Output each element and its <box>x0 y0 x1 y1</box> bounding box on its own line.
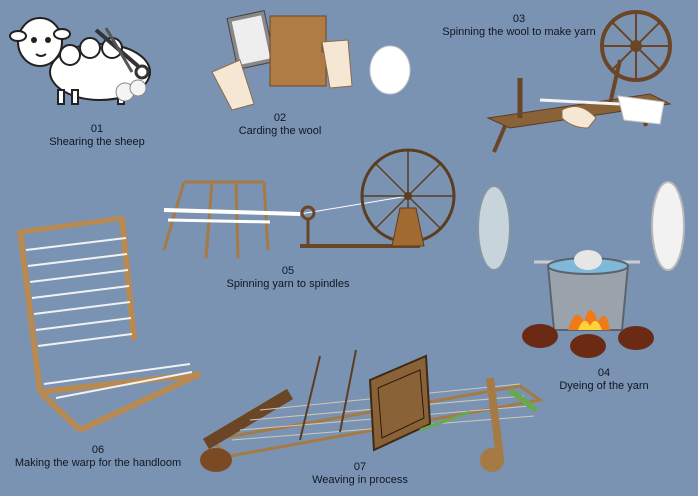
step-01-caption: Shearing the sheep <box>49 136 145 148</box>
step-01-number: 01 <box>90 123 104 135</box>
step-07-number: 07 <box>353 461 367 473</box>
step-03-caption: Spinning the wool to make yarn <box>442 26 596 38</box>
shears-icon <box>94 27 150 80</box>
swift-and-wheel-illustration <box>162 148 456 259</box>
step-03-number: 03 <box>512 13 526 25</box>
step-05-caption: Spinning yarn to spindles <box>226 278 350 290</box>
step-02-label: 02 Carding the wool <box>210 112 350 138</box>
dyeing-illustration <box>477 181 685 358</box>
step-05-number: 05 <box>281 265 295 277</box>
step-04-caption: Dyeing of the yarn <box>559 380 649 392</box>
step-04-label: 04 Dyeing of the yarn <box>534 367 674 393</box>
step-03-label: 03 Spinning the wool to make yarn <box>424 13 614 39</box>
step-07-label: 07 Weaving in process <box>290 461 430 487</box>
sheep-illustration <box>9 17 151 105</box>
step-01-label: 01 Shearing the sheep <box>22 123 172 149</box>
loom-illustration <box>200 349 544 472</box>
spinning-wheel-illustration <box>486 10 672 153</box>
step-04-number: 04 <box>597 367 611 379</box>
step-06-number: 06 <box>91 444 105 456</box>
step-06-label: 06 Making the warp for the handloom <box>0 444 196 470</box>
step-02-number: 02 <box>273 112 287 124</box>
step-06-caption: Making the warp for the handloom <box>14 457 182 469</box>
step-07-caption: Weaving in process <box>312 474 408 486</box>
warp-frame-illustration <box>17 215 202 433</box>
step-05-label: 05 Spinning yarn to spindles <box>208 265 368 291</box>
carding-illustration <box>211 10 411 111</box>
step-02-caption: Carding the wool <box>238 125 322 137</box>
